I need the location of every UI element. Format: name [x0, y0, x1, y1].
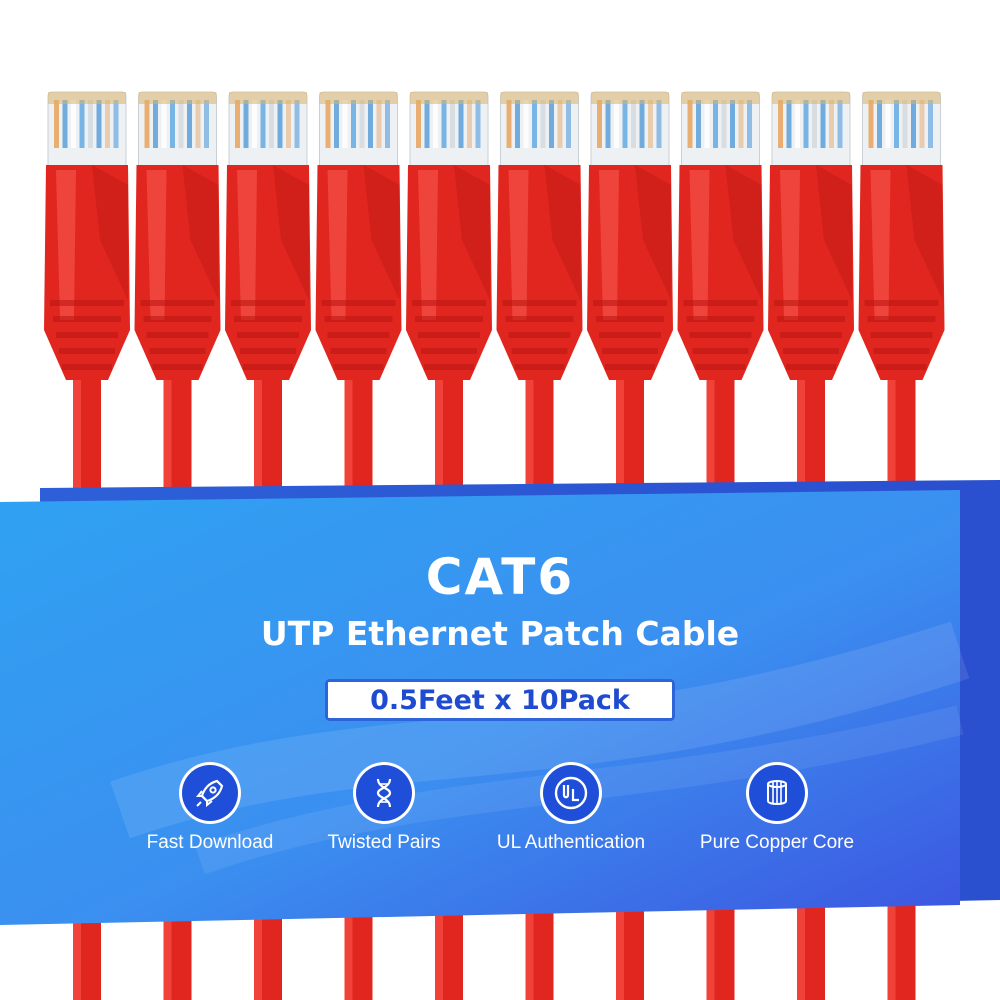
feature-label: Fast Download: [146, 832, 274, 853]
dna-helix-icon: [356, 765, 412, 821]
feature-ul-authentication: UL Authentication: [476, 762, 666, 854]
feature-label: UL Authentication: [496, 832, 646, 853]
feature-label: Pure Copper Core: [699, 832, 855, 853]
feature-twisted-pairs: Twisted Pairs: [289, 762, 479, 854]
feature-fast-download: Fast Download: [115, 762, 305, 854]
product-title: CAT6: [425, 548, 575, 606]
feature-pure-copper-core: Pure Copper Core: [682, 762, 872, 854]
product-subtitle: UTP Ethernet Patch Cable: [260, 614, 740, 653]
feature-list: Fast Download Twisted Pairs: [0, 762, 1000, 872]
feature-label: Twisted Pairs: [327, 832, 441, 853]
rocket-icon: [182, 765, 238, 821]
ul-mark-icon: [543, 765, 599, 821]
spec-badge: 0.5Feet x 10Pack: [325, 679, 675, 721]
copper-wires-icon: [749, 765, 805, 821]
